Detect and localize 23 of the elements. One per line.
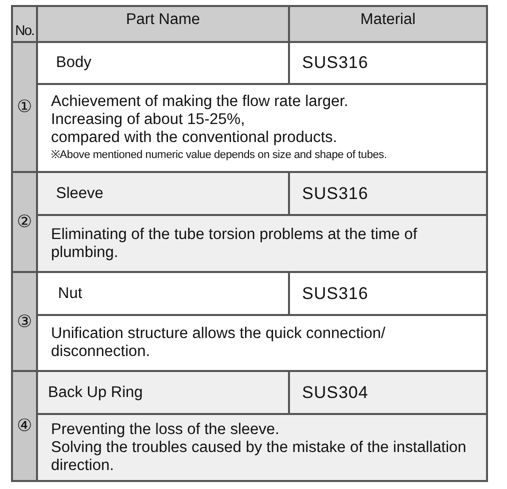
part-name: Sleeve [56, 184, 104, 202]
material-text: SUS316 [302, 54, 368, 72]
part-name: Body [56, 54, 92, 72]
description-text: Solving the troubles caused by the mistake of the installation direction. [51, 438, 468, 474]
description-text: compared with the conventional products. [51, 129, 338, 147]
column-header: No. [15, 21, 34, 39]
item-number: ② [16, 213, 32, 231]
item-number: ③ [16, 312, 32, 330]
column-header: Material [360, 11, 416, 30]
material-text: SUS304 [302, 384, 368, 402]
material-text: SUS316 [302, 184, 368, 202]
part-name: Back Up Ring [48, 384, 143, 402]
material-text: SUS316 [302, 284, 368, 302]
description-text: Achievement of making the flow rate larger. [51, 93, 350, 111]
item-number: ④ [16, 417, 32, 435]
description-text: Preventing the loss of the sleeve. [51, 420, 280, 438]
column-header: Part Name [126, 11, 200, 30]
part-name: Nut [58, 284, 82, 302]
description-text: Increasing of about 15-25%, [51, 111, 246, 129]
item-number: ① [16, 98, 32, 116]
description-text: Unification structure allows the quick connection/ disconnection. [51, 325, 386, 361]
description-text: Eliminating of the tube torsion problems at the time of plumbing. [51, 226, 418, 262]
footnote-text: ※Above mentioned numeric value depends on size and shape of tubes. [51, 148, 388, 163]
